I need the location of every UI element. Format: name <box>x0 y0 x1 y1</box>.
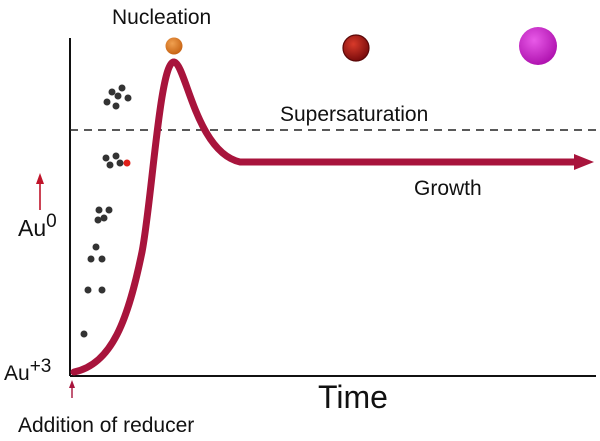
large-particle <box>519 27 557 65</box>
reduced-atom-dot <box>123 159 131 167</box>
au0-base: Au <box>18 215 46 241</box>
reducer-arrowhead <box>69 380 75 388</box>
au3-sup: +3 <box>30 356 52 377</box>
medium-particle <box>342 34 370 62</box>
au0-sup: 0 <box>46 211 57 232</box>
nucleation-label: Nucleation <box>112 6 211 29</box>
concentration-curve <box>70 58 578 376</box>
growth-label: Growth <box>414 177 482 200</box>
addition-of-reducer-label: Addition of reducer <box>18 414 194 437</box>
au0-arrowhead <box>36 173 44 184</box>
au0-label: Au0 <box>18 211 57 241</box>
nucleus-particle <box>165 37 183 55</box>
supersaturation-label: Supersaturation <box>280 103 428 126</box>
time-axis-label: Time <box>318 379 388 415</box>
au3-base: Au <box>4 362 30 385</box>
curve-arrowhead <box>574 154 594 170</box>
au3-label: Au+3 <box>4 356 51 385</box>
atom-dots <box>80 84 132 338</box>
